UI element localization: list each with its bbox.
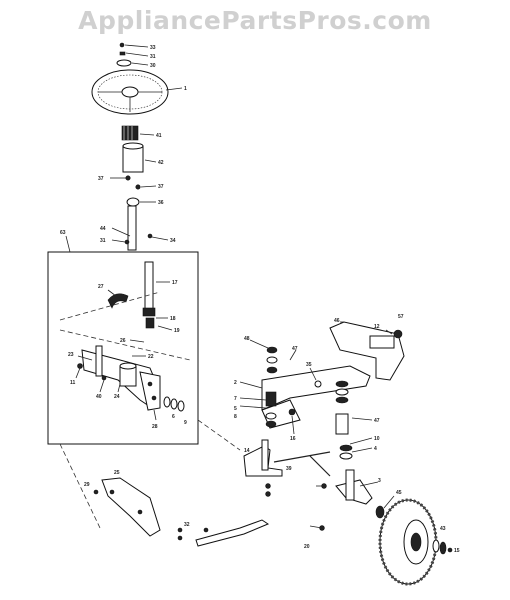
callout-43: 43 (440, 526, 446, 532)
callout-3: 3 (378, 478, 381, 484)
steering-shaft[interactable] (124, 205, 153, 251)
callout-14: 14 (244, 448, 250, 454)
callout-16: 16 (290, 436, 296, 442)
callout-63: 63 (60, 230, 66, 236)
steering-gear[interactable] (121, 125, 139, 141)
callout-labels: 33 31 30 1 41 42 37 37 36 44 31 34 63 17… (60, 45, 460, 554)
callout-37a: 37 (98, 176, 104, 182)
callout-29: 29 (84, 482, 90, 488)
callout-22: 22 (148, 354, 154, 360)
left-spindle-stack[interactable] (265, 346, 278, 428)
steering-wheel[interactable] (91, 69, 169, 115)
callout-17: 17 (172, 280, 178, 286)
callout-48: 48 (244, 336, 250, 342)
callout-30: 30 (150, 63, 156, 69)
front-axle[interactable] (261, 365, 371, 429)
callout-40: 40 (96, 394, 102, 400)
callout-45: 45 (396, 490, 402, 496)
callout-18: 18 (170, 316, 176, 322)
callout-42: 42 (158, 160, 164, 166)
callout-57: 57 (398, 314, 404, 320)
callout-2: 2 (234, 380, 237, 386)
callout-39: 39 (286, 466, 292, 472)
callout-23: 23 (68, 352, 74, 358)
callout-41: 41 (156, 133, 162, 139)
callout-26: 26 (120, 338, 126, 344)
callout-12: 12 (374, 324, 380, 330)
callout-28: 28 (152, 424, 158, 430)
front-wheel[interactable] (378, 498, 438, 586)
callout-32: 32 (184, 522, 190, 528)
leader-lines (75, 44, 395, 529)
watermark: AppliancePartsPros.com (78, 6, 432, 35)
callout-4: 4 (374, 446, 377, 452)
callout-27: 27 (98, 284, 104, 290)
callout-24: 24 (114, 394, 120, 400)
washers-stack[interactable] (163, 396, 185, 412)
callout-6: 6 (172, 414, 175, 420)
callout-11: 11 (70, 380, 76, 386)
drag-link[interactable] (177, 519, 270, 547)
inset-frame (47, 251, 199, 445)
callout-33: 33 (150, 45, 156, 51)
callout-36: 36 (158, 200, 164, 206)
callout-35: 35 (306, 362, 312, 368)
mounting-bracket-lower[interactable] (93, 477, 161, 537)
wheel-cap-parts[interactable] (116, 42, 132, 67)
callout-20: 20 (304, 544, 310, 550)
sector-gear-assembly[interactable] (77, 345, 161, 411)
axle-bracket-top[interactable] (329, 321, 405, 381)
callout-34: 34 (170, 238, 176, 244)
steering-shaft-lower[interactable] (142, 261, 156, 329)
spindle-left[interactable] (243, 439, 283, 497)
callout-31: 31 (150, 54, 156, 60)
callout-37b: 37 (158, 184, 164, 190)
callout-46: 46 (334, 318, 340, 324)
wheel-hardware[interactable] (375, 505, 453, 555)
callout-47b: 47 (374, 418, 380, 424)
callout-44: 44 (100, 226, 106, 232)
spindle-right[interactable] (319, 469, 373, 531)
tie-rod[interactable] (273, 451, 331, 477)
callout-9: 9 (184, 420, 187, 426)
column-bushing[interactable] (122, 142, 144, 173)
callout-25: 25 (114, 470, 120, 476)
callout-10: 10 (374, 436, 380, 442)
column-bolts[interactable] (125, 175, 141, 207)
callout-47: 47 (292, 346, 298, 352)
callout-8: 8 (234, 414, 237, 420)
callout-19: 19 (174, 328, 180, 334)
callout-1: 1 (184, 86, 187, 92)
callout-7: 7 (234, 396, 237, 402)
right-spindle-stack[interactable] (335, 380, 353, 460)
callout-31b: 31 (100, 238, 106, 244)
callout-5: 5 (234, 406, 237, 412)
callout-15: 15 (454, 548, 460, 554)
